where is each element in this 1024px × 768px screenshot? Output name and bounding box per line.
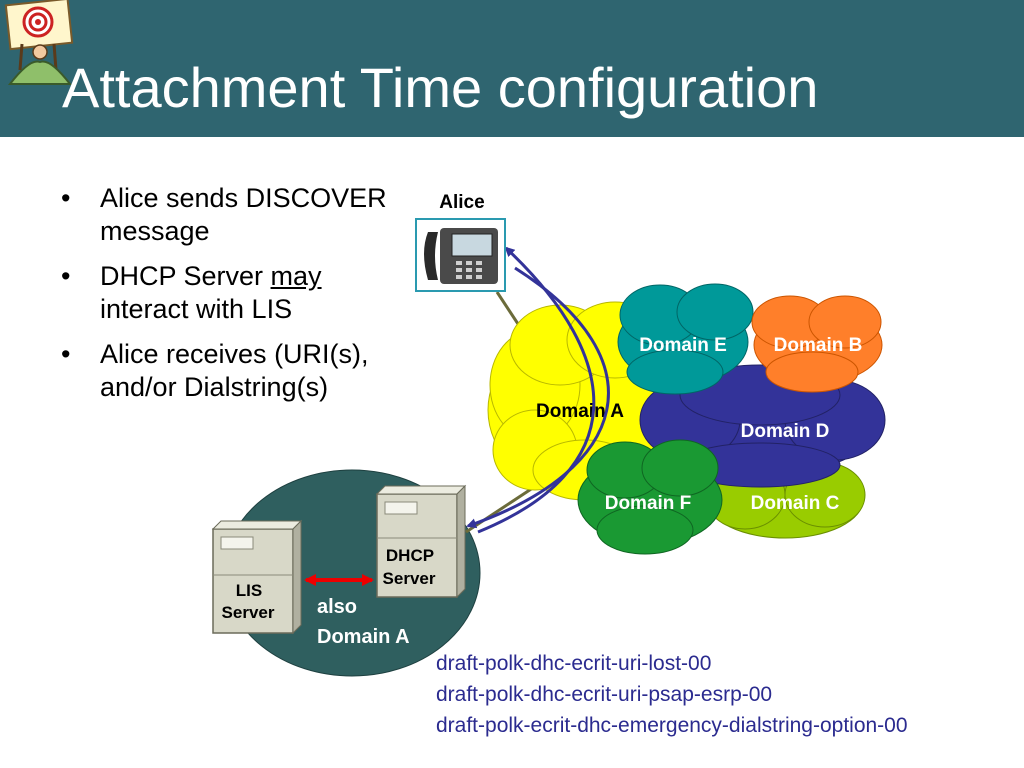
domain-e-cloud: [617, 283, 754, 395]
lis-server-label-line2: Server: [222, 603, 275, 622]
also-label: also: [317, 596, 357, 618]
bullet-list: Alice sends DISCOVER message DHCP Server…: [58, 182, 403, 416]
discover-arrow: [466, 266, 610, 529]
ip-phone-icon: [415, 218, 506, 292]
reference-item: draft-polk-dhc-ecrit-uri-lost-00: [436, 652, 712, 675]
domain-e-label: Domain E: [639, 335, 727, 356]
slide-title: Attachment Time configuration: [62, 56, 819, 119]
lis-server-label-line1: LIS: [236, 581, 262, 600]
domain-f-label: Domain F: [605, 493, 692, 514]
bullet-item: DHCP Server may interact with LIS: [58, 260, 403, 326]
reference-item: draft-polk-ecrit-dhc-emergency-dialstrin…: [436, 714, 908, 737]
lis-server-icon: [211, 519, 303, 635]
dhcp-server-icon: [375, 484, 467, 599]
target-logo-icon: [4, 0, 74, 85]
response-arrow: [477, 246, 596, 534]
alice-label: Alice: [439, 192, 484, 213]
domain-f-cloud: [577, 439, 723, 555]
domain-c-label: Domain C: [751, 493, 840, 514]
reference-item: draft-polk-dhc-ecrit-uri-psap-esrp-00: [436, 683, 773, 706]
references: draft-polk-dhc-ecrit-uri-lost-00 draft-p…: [436, 648, 1021, 741]
domain-b-cloud: [751, 295, 883, 393]
domain-d-label: Domain D: [741, 421, 830, 442]
bullet-item: Alice receives (URI(s), and/or Dialstrin…: [58, 338, 403, 404]
also-domain-a-label: Domain A: [317, 626, 410, 648]
domain-b-label: Domain B: [774, 335, 863, 356]
dhcp-server-label-line2: Server: [383, 569, 436, 588]
bullet-item: Alice sends DISCOVER message: [58, 182, 403, 248]
title-bar: [0, 0, 1024, 137]
domain-a-label: Domain A: [536, 401, 624, 422]
dhcp-server-label-line1: DHCP: [386, 546, 434, 565]
